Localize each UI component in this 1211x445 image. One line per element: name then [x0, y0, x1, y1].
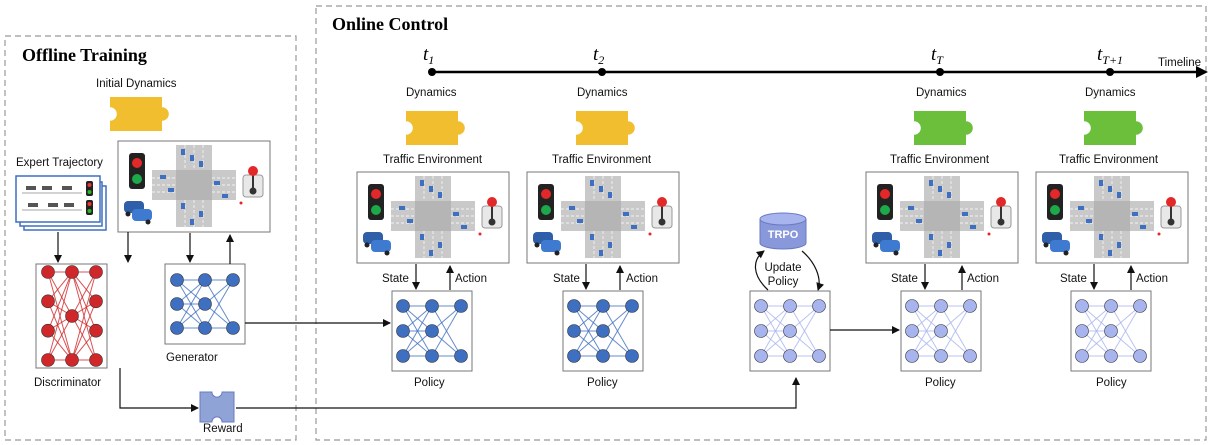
expert-trajectory-label: Expert Trajectory: [16, 157, 103, 169]
arrow-trpo-to-updated-policy: [801, 250, 825, 291]
stage-t2: Dynamics Traffic Environment State Actio…: [526, 87, 680, 389]
expert-trajectory-icon: [15, 175, 107, 231]
reward-icon: [199, 391, 235, 423]
timeline-marker-tT: [936, 68, 944, 76]
stage-tT: Dynamics Traffic Environment State Actio…: [865, 87, 1019, 389]
initial-dynamics-label: Initial Dynamics: [96, 78, 177, 90]
dynamics-icon: [1084, 111, 1143, 145]
policy-network-icon: [396, 299, 468, 363]
traffic-environment-label: Traffic Environment: [890, 154, 990, 166]
time-label-t1: t1: [423, 44, 434, 67]
traffic-environment-label: Traffic Environment: [552, 154, 652, 166]
stage-t1: Dynamics Traffic Environment State Actio…: [356, 87, 510, 389]
state-label: State: [891, 273, 918, 285]
traffic-environment-label: Traffic Environment: [383, 154, 483, 166]
state-label: State: [553, 273, 580, 285]
timeline-marker-t1: [428, 68, 436, 76]
policy-label: Policy: [1096, 377, 1127, 389]
trpo-label: TRPO: [768, 229, 799, 241]
dynamics-icon: [914, 111, 973, 145]
online-control-title: Online Control: [332, 14, 448, 34]
action-label: Action: [1136, 273, 1168, 285]
action-label: Action: [455, 273, 487, 285]
traffic-environment-scene: [872, 176, 1012, 258]
action-label: Action: [626, 273, 658, 285]
traffic-environment-scene: [363, 176, 503, 258]
discriminator-network-icon: [41, 265, 103, 367]
time-label-t2: t2: [593, 44, 604, 67]
traffic-environment-scene: [533, 176, 673, 258]
offline-traffic-environment-scene: [124, 145, 264, 227]
policy-label: Policy: [587, 377, 618, 389]
policy-label: Policy: [925, 377, 956, 389]
dynamics-icon: [406, 111, 465, 145]
trpo-database-icon: [759, 212, 807, 250]
traffic-environment-label: Traffic Environment: [1059, 154, 1159, 166]
reward-label: Reward: [203, 423, 243, 435]
traffic-environment-scene: [1042, 176, 1182, 258]
timeline: Timeline t1 t2 tT tT+1: [423, 44, 1208, 78]
arrow-discriminator-to-reward: [119, 368, 199, 412]
timeline-marker-tT1: [1106, 68, 1114, 76]
update-policy-label-line1: Update: [764, 262, 801, 274]
arrow-updated-policy-to-trpo: [754, 250, 769, 291]
arrow-reward-to-updated-policy: [236, 377, 800, 409]
update-policy-label-line2: Policy: [768, 276, 799, 288]
policy-label: Policy: [414, 377, 445, 389]
initial-dynamics-icon: [110, 97, 169, 131]
dynamics-icon: [576, 111, 635, 145]
dynamics-label: Dynamics: [577, 87, 628, 99]
discriminator-label: Discriminator: [34, 377, 101, 389]
policy-network-icon: [1075, 299, 1147, 363]
action-label: Action: [967, 273, 999, 285]
timeline-label: Timeline: [1158, 57, 1201, 69]
offline-training-region: [4, 35, 297, 441]
policy-network-icon: [905, 299, 977, 363]
time-label-tT: tT: [931, 44, 944, 67]
state-label: State: [382, 273, 409, 285]
offline-training-title: Offline Training: [22, 45, 147, 65]
dynamics-label: Dynamics: [1085, 87, 1136, 99]
state-label: State: [1060, 273, 1087, 285]
policy-network-icon: [567, 299, 639, 363]
updated-policy-network-icon: [754, 299, 826, 363]
timeline-arrowhead: [1196, 66, 1208, 78]
dynamics-label: Dynamics: [916, 87, 967, 99]
time-label-tT1: tT+1: [1097, 44, 1123, 67]
generator-network-icon: [170, 273, 240, 335]
dynamics-label: Dynamics: [406, 87, 457, 99]
generator-label: Generator: [166, 352, 218, 364]
online-control-region: [315, 5, 1207, 441]
stage-tT1: Dynamics Traffic Environment State Actio…: [1035, 87, 1189, 389]
timeline-marker-t2: [598, 68, 606, 76]
